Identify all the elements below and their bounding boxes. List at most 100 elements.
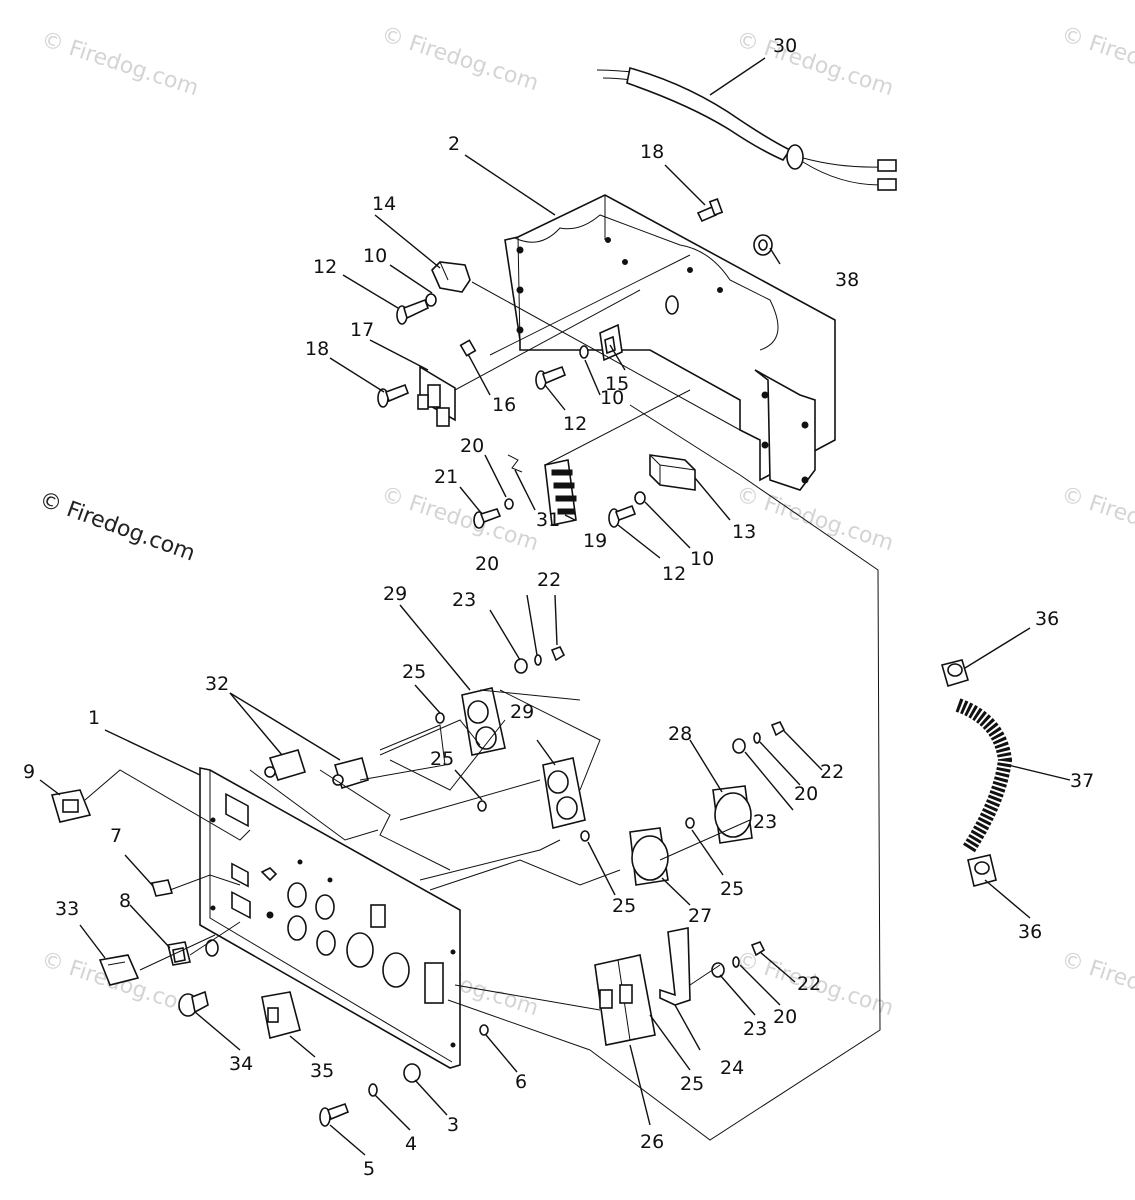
copyright-text: © Firedog.com — [36, 487, 198, 566]
screw — [377, 383, 410, 408]
callout-label: 10 — [690, 548, 714, 570]
front-panel — [199, 767, 461, 1069]
callout-label: 12 — [662, 563, 686, 585]
callout-label: 1 — [88, 707, 100, 729]
receptacle — [461, 687, 506, 756]
washer — [205, 939, 219, 957]
relay — [649, 454, 696, 491]
callout-label: 20 — [475, 553, 499, 575]
callout-label: 7 — [110, 825, 122, 847]
callout-label: 16 — [492, 394, 516, 416]
callout-label: 31 — [536, 509, 560, 531]
screw — [696, 198, 724, 223]
callout-label: 27 — [688, 905, 712, 927]
terminal-block — [544, 459, 577, 526]
switch — [167, 941, 191, 966]
callout-label: 29 — [510, 701, 534, 723]
outlet — [50, 789, 92, 823]
bracket — [431, 261, 471, 293]
callout-label: 18 — [640, 141, 664, 163]
callout-label: 22 — [820, 761, 844, 783]
callout-label: 33 — [55, 898, 79, 920]
breaker — [264, 749, 307, 781]
callout-labels: 30 2 18 14 12 10 38 17 18 16 15 10 12 20… — [23, 35, 1094, 1180]
screw — [473, 498, 514, 529]
callout-label: 19 — [583, 530, 607, 552]
callout-label: 23 — [753, 811, 777, 833]
bracket — [659, 927, 691, 1006]
callout-label: 30 — [773, 35, 797, 57]
screw — [396, 293, 437, 325]
receptacle — [542, 757, 586, 829]
callout-label: 24 — [720, 1057, 744, 1079]
callout-label: 22 — [537, 569, 561, 591]
watermark: © Firedog.com — [378, 482, 541, 556]
callout-label: 9 — [23, 761, 35, 783]
main-breaker — [594, 954, 656, 1046]
callout-label: 17 — [350, 319, 374, 341]
callout-label: 34 — [229, 1053, 253, 1075]
switch — [150, 879, 174, 897]
grommet — [967, 854, 997, 887]
callout-label: 36 — [1035, 608, 1059, 630]
callout-label: 18 — [305, 338, 329, 360]
callout-label: 3 — [447, 1114, 459, 1136]
watermark: © Firedog.com — [1058, 947, 1135, 1021]
callout-label: 23 — [452, 589, 476, 611]
callout-label: 36 — [1018, 921, 1042, 943]
callout-label: 38 — [835, 269, 859, 291]
callout-label: 22 — [797, 973, 821, 995]
callout-label: 26 — [640, 1131, 664, 1153]
callout-label: 29 — [383, 583, 407, 605]
watermark: © Firedog.com — [733, 482, 896, 556]
callout-label: 10 — [600, 387, 624, 409]
screw — [535, 345, 589, 390]
watermark: © Firedog.com — [733, 27, 896, 101]
callout-label: 25 — [720, 878, 744, 900]
wire-loom — [955, 698, 1013, 854]
callout-label: 12 — [563, 413, 587, 435]
watermark: © Firedog.com — [1058, 482, 1135, 556]
callout-label: 25 — [612, 895, 636, 917]
leader-lines — [39, 57, 1071, 1156]
callout-label: 21 — [434, 466, 458, 488]
watermark: © Firedog.com — [1058, 22, 1135, 96]
callout-label: 20 — [773, 1006, 797, 1028]
callout-label: 20 — [794, 783, 818, 805]
screw — [608, 491, 646, 528]
outlet — [98, 954, 140, 986]
callout-label: 13 — [732, 521, 756, 543]
switch — [599, 323, 623, 362]
callout-label: 25 — [680, 1073, 704, 1095]
callout-label: 4 — [405, 1133, 417, 1155]
callout-label: 6 — [515, 1071, 527, 1093]
grommet — [753, 234, 773, 256]
clip — [507, 454, 523, 473]
grommet — [941, 659, 969, 687]
callout-label: 12 — [313, 256, 337, 278]
receptacle — [712, 785, 753, 844]
callout-label: 25 — [430, 748, 454, 770]
screw — [319, 1102, 350, 1127]
callout-label: 5 — [363, 1158, 375, 1180]
callout-label: 8 — [119, 890, 131, 912]
callout-label: 32 — [205, 673, 229, 695]
cable-assembly — [596, 66, 897, 191]
receptacle — [629, 827, 669, 886]
callout-label: 37 — [1070, 770, 1094, 792]
callout-label: 25 — [402, 661, 426, 683]
watermark: © Firedog.com — [38, 27, 201, 101]
indicator-light — [178, 990, 209, 1017]
callout-label: 14 — [372, 193, 396, 215]
control-box — [504, 194, 836, 491]
callout-label: 20 — [460, 435, 484, 457]
watermark: © Firedog.com — [378, 22, 541, 96]
callout-label: 15 — [605, 373, 629, 395]
breaker — [261, 991, 301, 1039]
circuit-board — [417, 365, 456, 427]
washer-set — [368, 1024, 489, 1097]
callout-label: 10 — [363, 245, 387, 267]
breaker — [332, 757, 369, 790]
callout-label: 23 — [743, 1018, 767, 1040]
